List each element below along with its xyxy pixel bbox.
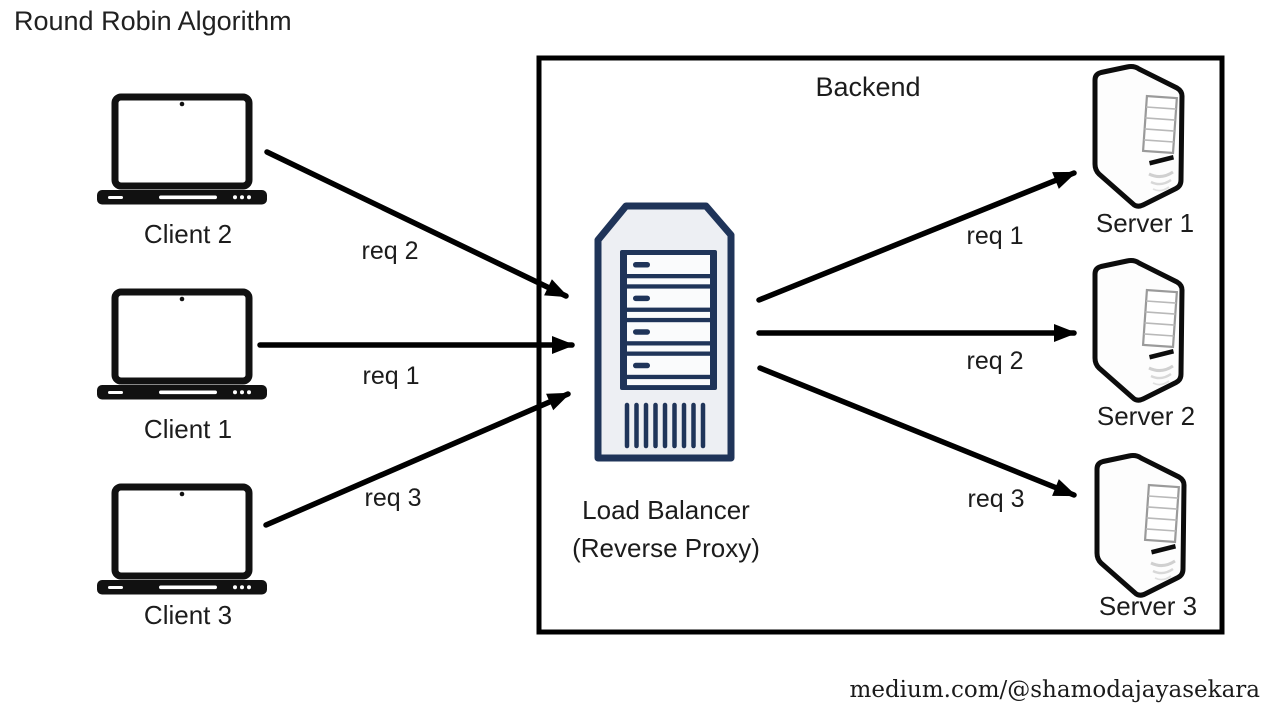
- client-3-label: Client 3: [143, 600, 233, 630]
- page-title: Round Robin Algorithm: [14, 6, 292, 36]
- client-3-laptop-icon: [97, 487, 267, 595]
- client-1-laptop-icon: [97, 292, 267, 400]
- arrow-lb-to-server3: [757, 365, 1077, 498]
- request-in-label-req1: req 1: [362, 362, 420, 390]
- request-in-label-req3: req 3: [364, 484, 422, 512]
- load-balancer-label: Load Balancer (Reverse Proxy): [572, 491, 760, 567]
- client-1-label: Client 1: [143, 414, 233, 444]
- request-in-label-req2: req 2: [361, 237, 419, 265]
- request-out-label-req2: req 2: [966, 347, 1024, 375]
- credit-url: medium.com/@shamodajayasekara: [849, 677, 1260, 703]
- load-balancer-label-line1: Load Balancer: [582, 495, 750, 525]
- load-balancer-label-line2: (Reverse Proxy): [572, 533, 760, 563]
- request-out-label-req1: req 1: [966, 222, 1024, 250]
- server-1-label: Server 1: [1095, 208, 1195, 238]
- request-out-label-req3: req 3: [967, 485, 1025, 513]
- arrow-client2-to-lb: [264, 149, 569, 299]
- server-3-label: Server 3: [1098, 591, 1198, 621]
- backend-label: Backend: [815, 72, 921, 102]
- server-3-icon: [1097, 456, 1184, 596]
- load-balancer-icon: [594, 202, 735, 462]
- client-2-label: Client 2: [143, 219, 233, 249]
- arrow-lb-to-server1: [756, 170, 1077, 303]
- server-2-label: Server 2: [1096, 401, 1196, 431]
- server-2-icon: [1095, 261, 1182, 401]
- server-1-icon: [1095, 67, 1182, 207]
- arrow-client3-to-lb: [263, 391, 571, 528]
- client-2-laptop-icon: [97, 97, 267, 205]
